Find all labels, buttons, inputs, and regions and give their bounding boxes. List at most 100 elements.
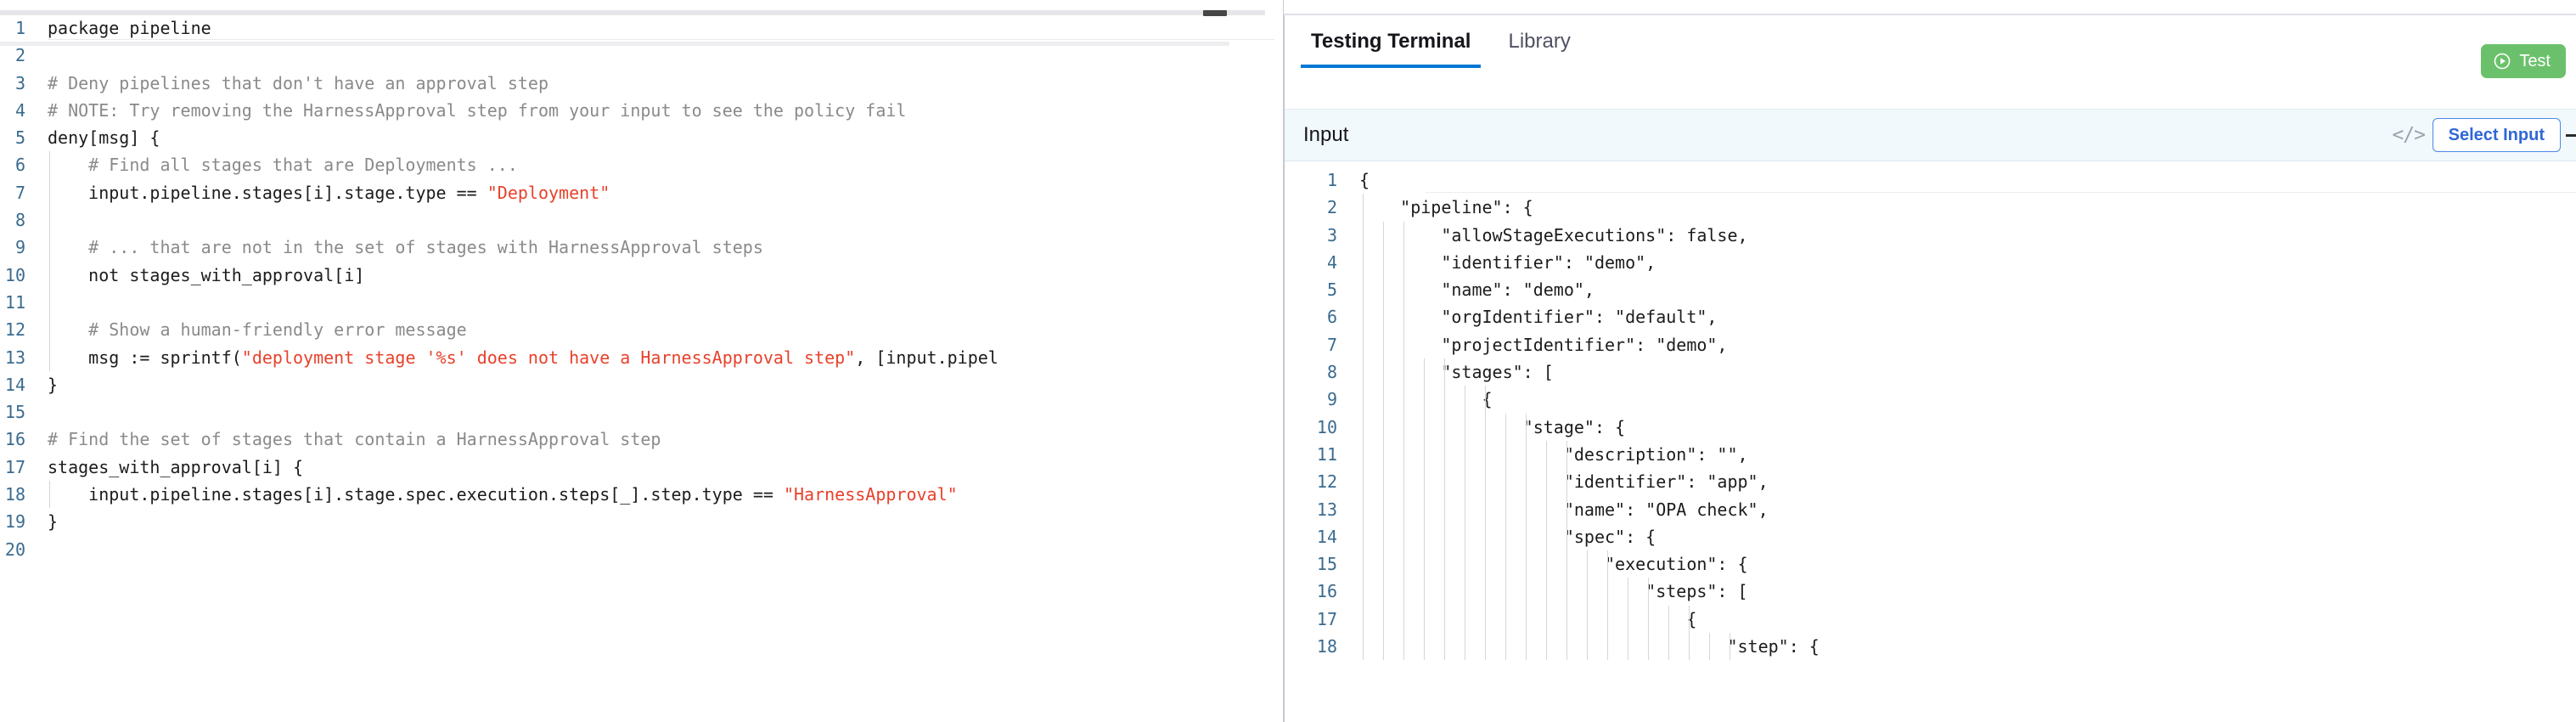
code-token-string: "HarnessApproval" <box>783 484 958 505</box>
json-token: "orgIdentifier": "default", <box>1359 307 1718 328</box>
json-indent-guide <box>1403 578 1404 606</box>
json-line: 2 "pipeline": { <box>1285 194 2576 222</box>
json-indent-guide <box>1403 633 1404 661</box>
json-line-text: "spec": { <box>1351 522 2576 551</box>
code-line: 13 msg := sprintf("deployment stage '%s'… <box>0 343 1283 371</box>
code-line: 20 <box>0 536 1283 563</box>
json-token: "stage": { <box>1359 416 1626 437</box>
json-indent-guide <box>1566 550 1567 578</box>
json-indent-guide <box>1424 605 1425 634</box>
json-line-number: 4 <box>1326 251 1337 273</box>
json-indent-guide <box>1566 633 1567 661</box>
json-line: 4 "identifier": "demo", <box>1285 248 2576 277</box>
code-line-text <box>37 288 1283 317</box>
tab-testing-terminal[interactable]: Testing Terminal <box>1292 15 1489 68</box>
panel-divider <box>1284 15 1285 722</box>
indent-guide <box>49 343 50 371</box>
json-indent-guide <box>1424 578 1425 606</box>
code-token-comment: # Find the set of stages that contain a … <box>48 429 661 450</box>
json-indent-guide <box>1587 605 1588 634</box>
json-indent-guide <box>1444 468 1445 496</box>
code-line: 14} <box>0 371 1283 398</box>
line-number: 10 <box>4 264 25 285</box>
json-indent-guide <box>1403 276 1404 304</box>
json-indent-guide <box>1444 440 1445 469</box>
tab-library[interactable]: Library <box>1489 15 1589 68</box>
json-indent-guide <box>1485 468 1486 496</box>
json-line: 1{ <box>1285 166 2576 194</box>
json-line-number: 18 <box>1316 636 1337 657</box>
code-token-plain: deny[msg] { <box>48 127 160 149</box>
code-line: 11 <box>0 288 1283 317</box>
active-line-underline <box>48 39 1274 41</box>
collapse-handle-icon[interactable] <box>1203 10 1227 16</box>
json-indent-guide <box>1505 578 1506 606</box>
play-circle-icon <box>2493 52 2511 71</box>
json-line: 9 { <box>1285 386 2576 414</box>
json-indent-guide <box>1668 605 1669 634</box>
json-line: 5 "name": "demo", <box>1285 276 2576 304</box>
select-input-button[interactable]: Select Input <box>2432 118 2561 152</box>
test-button[interactable]: Test <box>2481 44 2566 78</box>
code-line-text <box>37 206 1283 234</box>
json-line-number: 12 <box>1316 471 1337 493</box>
json-line-text: "stages": [ <box>1351 358 2576 386</box>
json-indent-guide <box>1383 330 1384 359</box>
code-token-comment: # NOTE: Try removing the HarnessApproval… <box>48 99 907 121</box>
json-indent-guide <box>1383 221 1384 249</box>
input-json-editor[interactable]: 1{2 "pipeline": {3 "allowStageExecutions… <box>1285 166 2576 722</box>
json-line-text: "name": "demo", <box>1351 276 2576 304</box>
json-indent-guide <box>1505 550 1506 578</box>
json-indent-guide <box>1526 633 1527 661</box>
json-indent-guide <box>1363 522 1364 551</box>
json-line-number: 10 <box>1316 416 1337 437</box>
json-indent-guide <box>1485 578 1486 606</box>
json-indent-guide <box>1546 468 1547 496</box>
code-line: 16# Find the set of stages that contain … <box>0 426 1283 453</box>
json-indent-guide <box>1526 522 1527 551</box>
code-brackets-icon[interactable]: </> <box>2392 124 2426 146</box>
json-line-text: "orgIdentifier": "default", <box>1351 303 2576 331</box>
json-indent-guide <box>1546 578 1547 606</box>
json-line-text: "name": "OPA check", <box>1351 495 2576 523</box>
json-indent-guide <box>1689 633 1690 661</box>
json-indent-guide <box>1607 578 1608 606</box>
json-line-text: { <box>1351 605 2576 634</box>
json-line-number: 8 <box>1326 362 1337 383</box>
json-line: 17 { <box>1285 605 2576 634</box>
json-line: 18 "step": { <box>1285 633 2576 661</box>
json-indent-guide <box>1444 550 1445 578</box>
json-indent-guide <box>1383 633 1384 661</box>
json-indent-guide <box>1363 248 1364 277</box>
code-token-plain: not stages_with_approval[i] <box>48 264 365 285</box>
json-indent-guide <box>1607 633 1608 661</box>
json-line: 12 "identifier": "app", <box>1285 468 2576 496</box>
code-token-comment: # Deny pipelines that don't have an appr… <box>48 72 549 93</box>
line-number: 8 <box>14 210 25 231</box>
line-number: 18 <box>4 484 25 505</box>
json-line: 13 "name": "OPA check", <box>1285 495 2576 523</box>
json-line-number: 2 <box>1326 197 1337 218</box>
json-line-number: 11 <box>1316 443 1337 465</box>
json-indent-guide <box>1444 633 1445 661</box>
json-indent-guide <box>1648 578 1649 606</box>
json-indent-guide <box>1403 221 1404 249</box>
json-indent-guide <box>1363 605 1364 634</box>
json-indent-guide <box>1383 522 1384 551</box>
json-indent-guide <box>1648 605 1649 634</box>
json-indent-guide <box>1363 495 1364 523</box>
json-indent-guide <box>1526 550 1527 578</box>
json-indent-guide <box>1505 522 1506 551</box>
json-indent-guide <box>1363 578 1364 606</box>
json-indent-guide <box>1444 358 1445 386</box>
line-number: 7 <box>14 182 25 203</box>
json-indent-guide <box>1526 605 1527 634</box>
json-line-number: 5 <box>1326 279 1337 301</box>
json-indent-guide <box>1383 440 1384 469</box>
json-token: "pipeline": { <box>1359 197 1533 218</box>
json-line-text: "pipeline": { <box>1351 194 2576 222</box>
json-line-text: "stage": { <box>1351 413 2576 441</box>
json-token: "stages": [ <box>1359 362 1554 383</box>
